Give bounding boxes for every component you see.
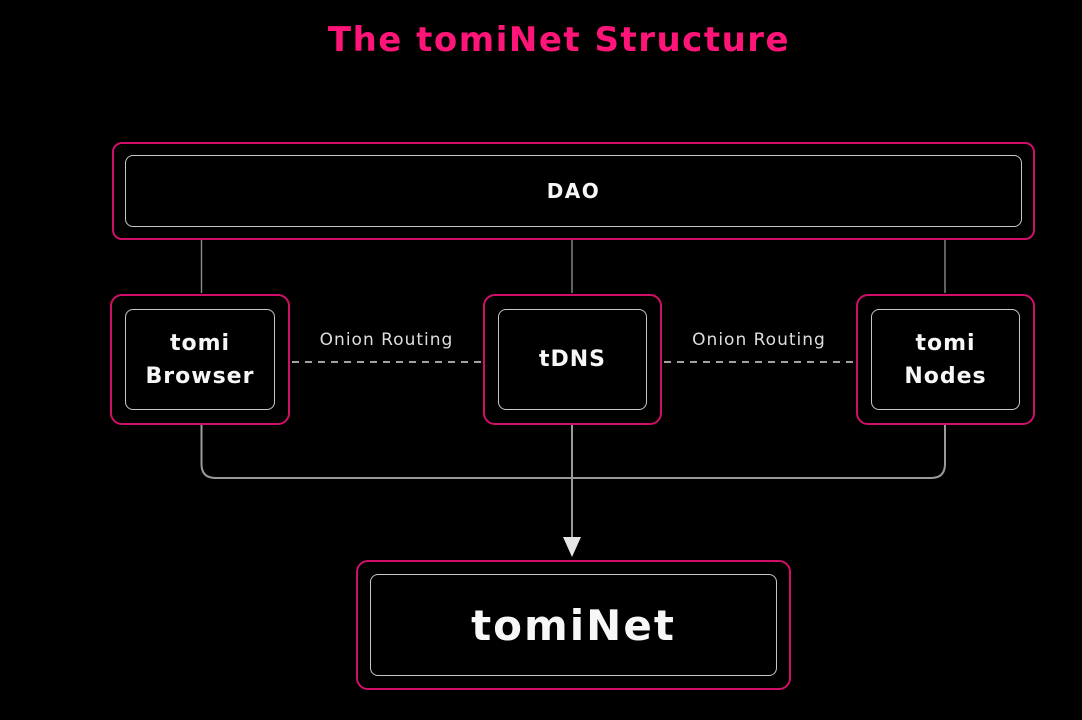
node-dao-inner: DAO (125, 155, 1022, 227)
edge-label-onion-routing-right: Onion Routing (692, 330, 826, 350)
node-tomi-browser: tomi Browser (110, 294, 290, 425)
node-tomi-nodes-label: tomi Nodes (904, 330, 987, 389)
node-tominet-inner: tomiNet (370, 574, 777, 676)
arrow-down-icon (563, 537, 581, 557)
node-tominet: tomiNet (356, 560, 791, 690)
node-tominet-label: tomiNet (471, 600, 676, 650)
edge-label-onion-routing-left: Onion Routing (319, 330, 454, 350)
node-tdns-inner: tDNS (498, 309, 647, 410)
node-tdns: tDNS (483, 294, 662, 425)
node-tdns-label: tDNS (538, 347, 607, 372)
node-tomi-nodes-inner: tomi Nodes (871, 309, 1020, 410)
edge-bottom-bracket (200, 425, 946, 479)
diagram-title: The tomiNet Structure (327, 20, 791, 60)
node-tomi-browser-label: tomi Browser (145, 330, 255, 389)
node-dao-label: DAO (546, 179, 601, 203)
node-tomi-nodes: tomi Nodes (856, 294, 1035, 425)
node-dao: DAO (112, 142, 1035, 240)
node-tomi-browser-inner: tomi Browser (125, 309, 275, 410)
